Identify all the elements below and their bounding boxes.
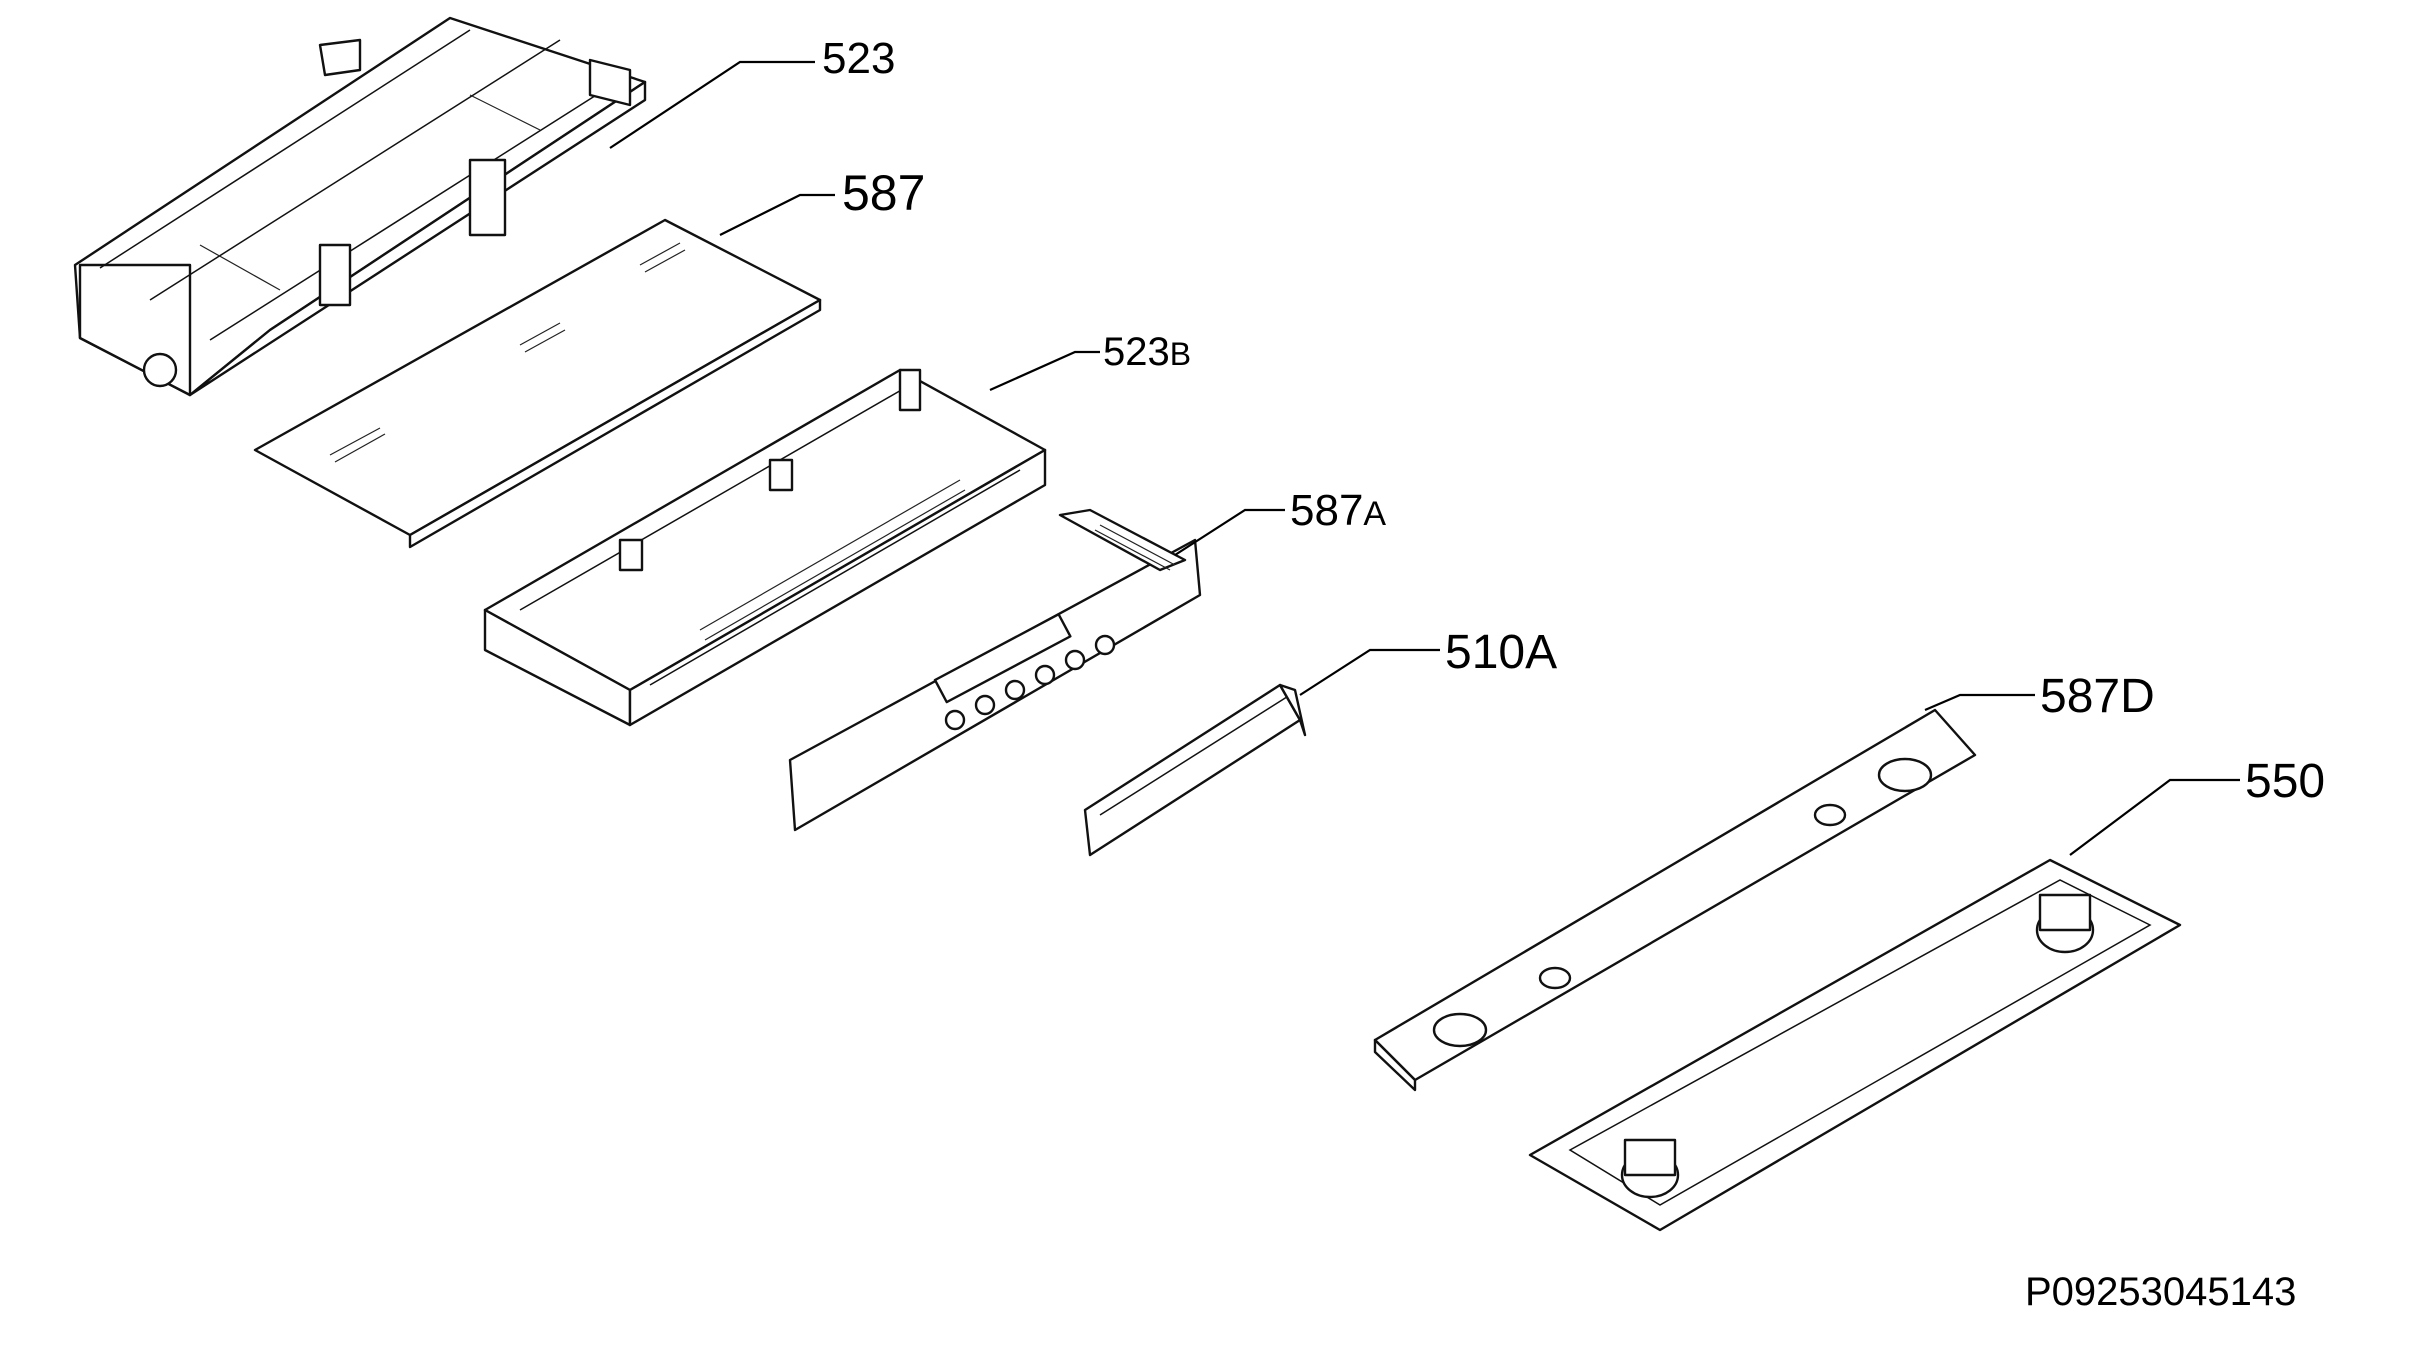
leader-587	[719, 193, 835, 236]
part-523-housing	[73, 16, 647, 397]
part-587-pcb	[253, 218, 822, 549]
leader-550	[2069, 778, 2240, 856]
callout-587a: 587A	[1290, 486, 1386, 535]
part-587d-bar	[1373, 708, 1977, 1092]
leader-lines	[609, 60, 2240, 856]
part-587a-board	[788, 508, 1202, 832]
part-550-cover	[1528, 858, 2182, 1232]
callout-510a: 510A	[1445, 626, 1557, 679]
callout-523b: 523B	[1103, 330, 1191, 374]
document-code: P09253045143	[2025, 1270, 2296, 1314]
callout-550: 550	[2245, 755, 2325, 808]
part-510a-strip	[1083, 683, 1307, 857]
callout-587d: 587D	[2040, 670, 2155, 723]
leader-523	[609, 60, 815, 149]
callout-587: 587	[842, 165, 925, 221]
leader-523b	[989, 350, 1100, 392]
leader-587a	[1174, 508, 1285, 556]
callout-523: 523	[822, 34, 895, 83]
leader-510a	[1299, 648, 1440, 696]
part-523b-tray	[483, 368, 1047, 727]
leader-587d	[1924, 693, 2035, 712]
